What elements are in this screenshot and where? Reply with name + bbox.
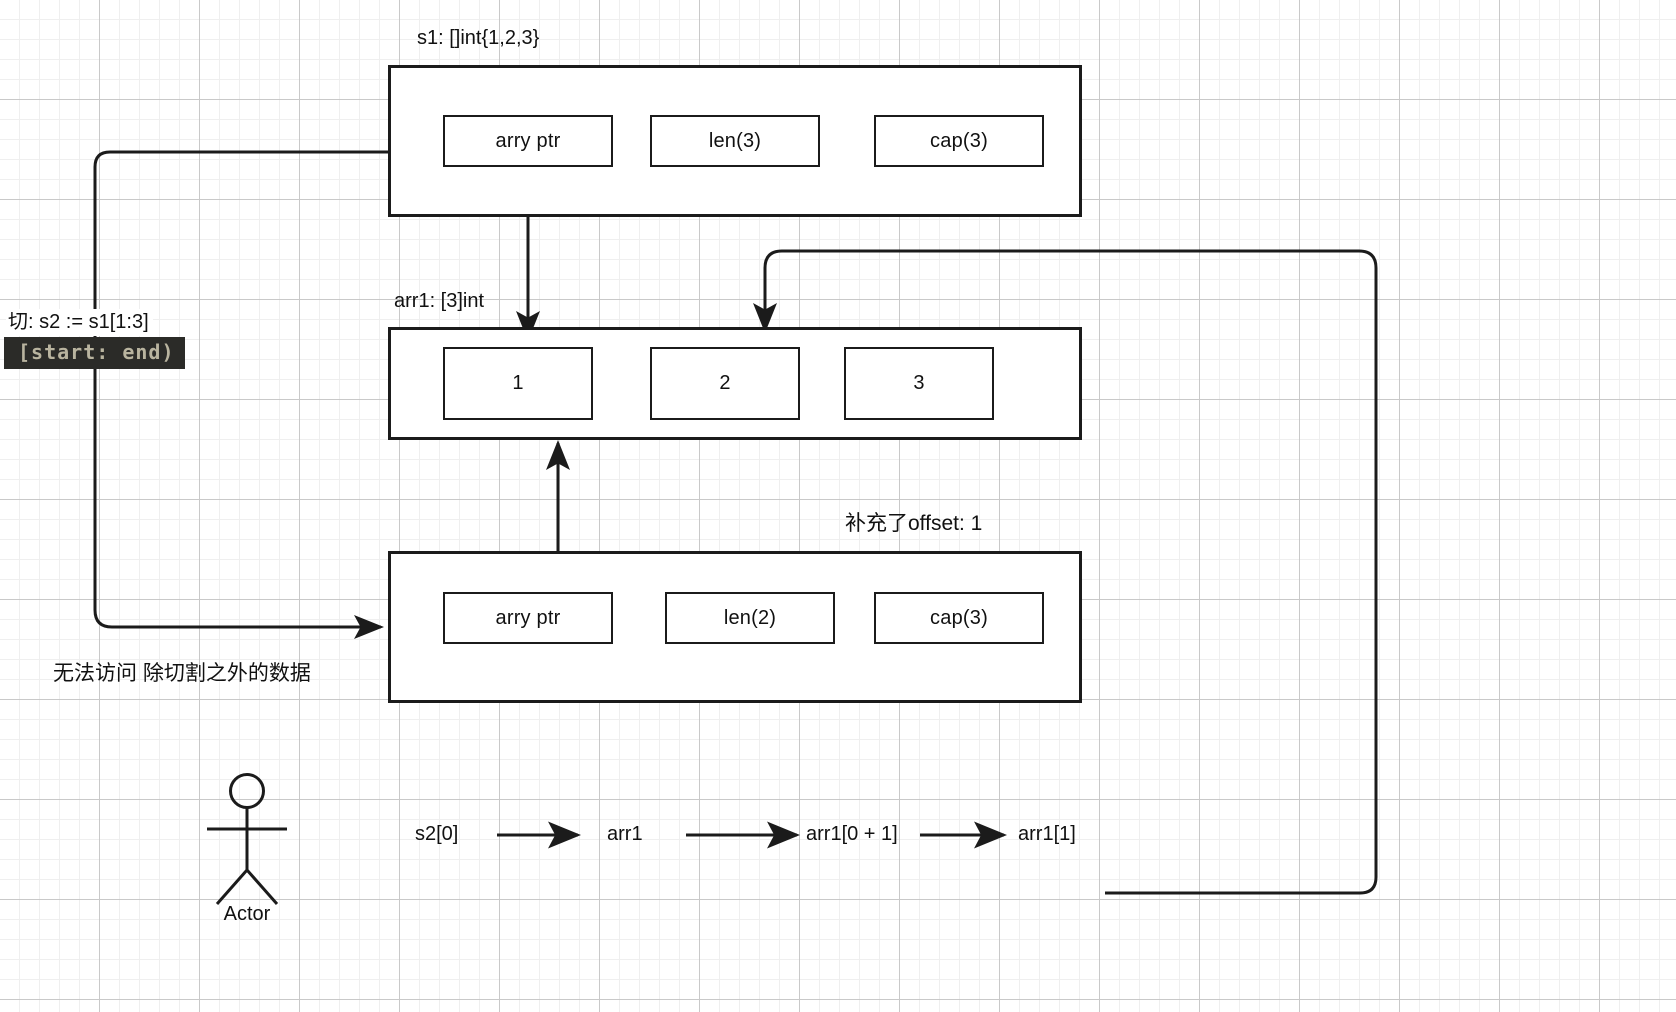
no-access-note: 无法访问 除切割之外的数据: [53, 662, 311, 685]
s2-field-len: len(2): [665, 592, 835, 644]
flow-node-s2-0: s2[0]: [415, 823, 459, 845]
s1-field-cap: cap(3): [874, 115, 1044, 167]
flow-node-arr1: arr1: [607, 823, 643, 845]
actor-figure: [207, 773, 287, 905]
s1-field-arry-ptr: arry ptr: [443, 115, 613, 167]
s1-title: s1: []int{1,2,3}: [417, 27, 540, 49]
offset-note: 补充了offset: 1: [845, 512, 983, 535]
actor-caption: Actor: [223, 903, 271, 925]
s2-field-cap: cap(3): [874, 592, 1044, 644]
s1-field-len: len(3): [650, 115, 820, 167]
connector-s1-to-s2: [93, 150, 388, 639]
slice-expression-note: 切: s2 := s1[1:3]: [6, 309, 153, 336]
arr1-element-1: 2: [650, 347, 800, 420]
s2-field-arry-ptr: arry ptr: [443, 592, 613, 644]
arr1-element-2: 3: [844, 347, 994, 420]
slice-range-code-chip: [start: end): [4, 337, 185, 369]
arr1-title: arr1: [3]int: [394, 290, 485, 312]
flow-node-arr1-0-plus-1: arr1[0 + 1]: [806, 823, 898, 845]
arr1-element-0: 1: [443, 347, 593, 420]
flow-node-arr1-1: arr1[1]: [1018, 823, 1076, 845]
